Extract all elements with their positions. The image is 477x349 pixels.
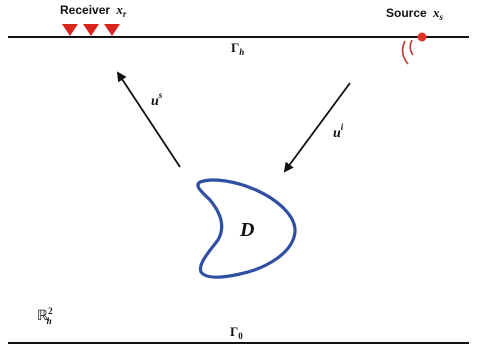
scattered-wave-label: us bbox=[151, 90, 163, 109]
source-wave-arc bbox=[409, 39, 414, 56]
receiver-marker bbox=[83, 24, 99, 36]
receiver-markers bbox=[62, 24, 120, 36]
receiver-label: Receiver xr bbox=[60, 2, 127, 19]
source-label: Source xs bbox=[386, 5, 444, 22]
source-wave-arc bbox=[401, 40, 409, 65]
gamma-0-label: Γ0 bbox=[230, 324, 243, 341]
scattered-wave-arrow bbox=[116, 71, 181, 168]
incident-wave-label: ui bbox=[333, 122, 344, 141]
gamma-h-label: Γh bbox=[231, 40, 244, 57]
receiver-marker bbox=[104, 24, 120, 36]
receiver-marker bbox=[62, 24, 78, 36]
incident-wave-arrow bbox=[283, 82, 351, 173]
obstacle-label: D bbox=[239, 219, 254, 241]
source-emitter bbox=[401, 32, 427, 65]
obstacle-boundary bbox=[196, 178, 297, 279]
source-point bbox=[417, 32, 427, 42]
